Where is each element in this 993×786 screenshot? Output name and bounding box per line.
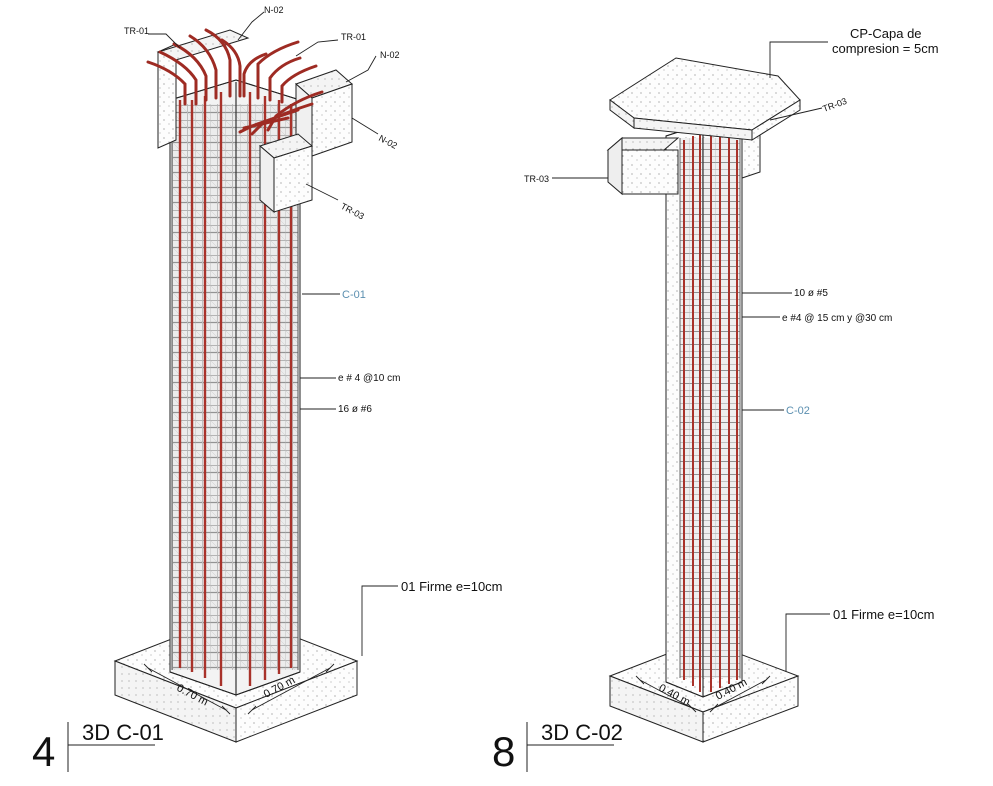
label-bars-c01: 16 ø #6 — [338, 404, 372, 415]
label-tr03-stub: TR-03 — [524, 174, 549, 184]
drawing-number-left: 4 — [32, 728, 55, 775]
column-c01: TR-01 N-02 TR-01 N-02 N-02 TR-03 C-01 e … — [32, 5, 503, 775]
label-tr01-right: TR-01 — [341, 32, 366, 42]
leaders-c01 — [148, 11, 398, 656]
label-stirrups-c02: e #4 @ 15 cm y @30 cm — [782, 313, 892, 324]
label-n02-diagonal: N-02 — [377, 133, 399, 151]
drawing-number-right: 8 — [492, 728, 515, 775]
label-stirrups-c01: e # 4 @10 cm — [338, 373, 400, 384]
label-slab-c02: 01 Firme e=10cm — [833, 607, 935, 622]
beam-stub-tr03-c02 — [606, 136, 680, 196]
drawing-title-right: 3D C-02 — [541, 720, 623, 745]
label-cap-line1: CP-Capa de — [850, 26, 922, 41]
label-tr03-left: TR-03 — [339, 201, 366, 222]
leaders-c02 — [552, 41, 830, 672]
drawing-title-left: 3D C-01 — [82, 720, 164, 745]
label-cap-line2: compresion = 5cm — [832, 41, 939, 56]
dims-c01 — [143, 663, 335, 715]
cap-slab-c02 — [609, 57, 801, 141]
label-bars-c02: 10 ø #5 — [794, 288, 828, 299]
label-n02-right: N-02 — [380, 50, 400, 60]
column-body-c02 — [665, 123, 743, 698]
label-tr01-left: TR-01 — [124, 26, 149, 36]
column-c02: CP-Capa de compresion = 5cm TR-03 TR-03 … — [492, 26, 939, 775]
beam-stub-tr03-c01 — [258, 133, 314, 214]
rebars-c02 — [683, 132, 738, 692]
label-tr03-cap: TR-03 — [821, 96, 848, 114]
tag-c02: C-02 — [786, 405, 810, 417]
label-slab-c01: 01 Firme e=10cm — [401, 579, 503, 594]
dims-c02 — [635, 675, 771, 713]
label-n02-top: N-02 — [264, 5, 284, 15]
top-rebars-c01 — [146, 28, 324, 136]
tag-c01: C-01 — [342, 289, 366, 301]
